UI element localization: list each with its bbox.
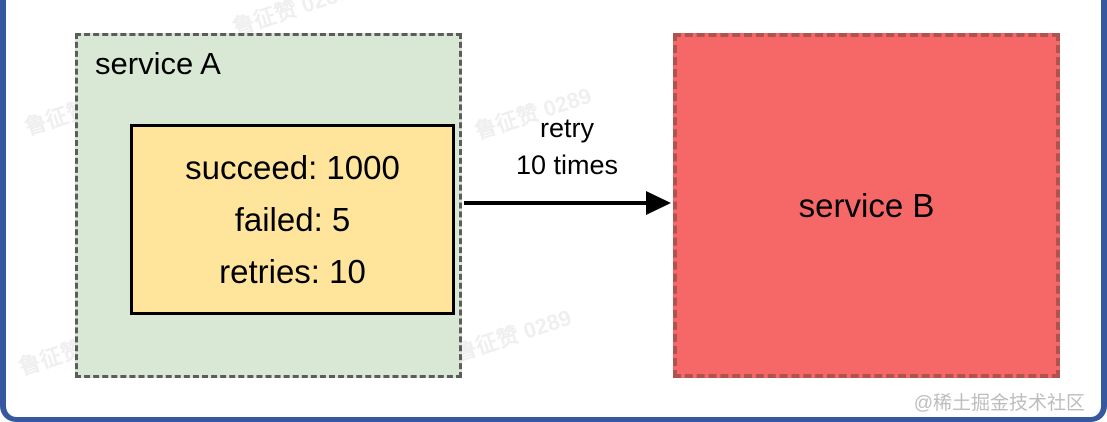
background-watermark: 鲁征赞 0289 — [451, 304, 575, 367]
stats-box: succeed: 1000 failed: 5 retries: 10 — [130, 124, 455, 315]
stat-failed: failed: 5 — [234, 200, 351, 238]
arrow-label-line2: 10 times — [515, 150, 619, 180]
stat-retries: retries: 10 — [219, 252, 366, 290]
stat-succeed: succeed: 1000 — [185, 148, 400, 186]
arrowhead-right-icon — [646, 191, 671, 215]
service-b-label: service B — [798, 186, 935, 224]
service-a-label: service A — [95, 46, 221, 81]
arrow-label: retry 10 times — [462, 110, 672, 184]
platform-credit-watermark: @稀土掘金技术社区 — [913, 393, 1085, 414]
service-b-box: service B — [673, 33, 1060, 378]
service-a-box: service A succeed: 1000 failed: 5 retrie… — [75, 33, 462, 378]
arrow-label-line1: retry — [540, 113, 594, 143]
arrow-shaft — [464, 201, 650, 205]
